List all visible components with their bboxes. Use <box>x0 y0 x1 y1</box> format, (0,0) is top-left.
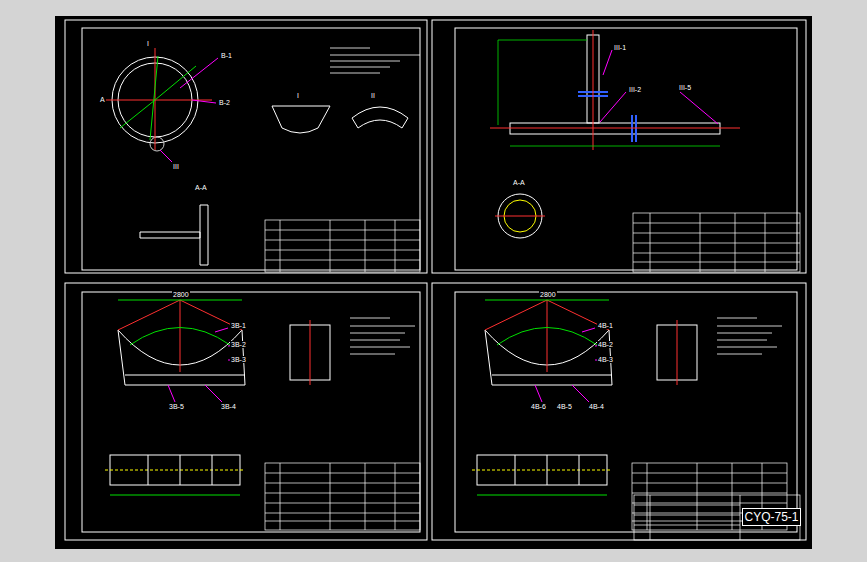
callout-label: A <box>99 96 106 103</box>
callout-label: 2800 <box>172 291 190 298</box>
callout-label: III-5 <box>678 84 692 91</box>
callout-label: 3B-4 <box>220 403 237 410</box>
callout-label: 3B-3 <box>230 356 247 363</box>
callout-label: B-1 <box>220 52 233 59</box>
callout-label: 2800 <box>539 291 557 298</box>
callout-label: 4B-1 <box>597 322 614 329</box>
callout-label: III-2 <box>628 86 642 93</box>
callout-label: I <box>146 40 150 47</box>
callout-label: 4B-3 <box>597 356 614 363</box>
callout-label: 4B-5 <box>556 403 573 410</box>
callout-label: A-A <box>194 184 208 191</box>
callout-label: III <box>172 163 180 170</box>
callout-label: B-2 <box>218 99 231 106</box>
callout-label: 4B-4 <box>588 403 605 410</box>
callout-label: A-A <box>512 179 526 186</box>
callout-label: 4B-6 <box>530 403 547 410</box>
callout-label: III-1 <box>613 44 627 51</box>
callout-label: 3B-5 <box>168 403 185 410</box>
callout-label: 4B-2 <box>597 341 614 348</box>
callout-label: 3B-2 <box>230 341 247 348</box>
drawing-number: CYQ-75-1 <box>744 510 798 524</box>
callout-label: 3B-1 <box>230 322 247 329</box>
drawing-number-cell: CYQ-75-1 <box>742 508 801 526</box>
callout-label: II <box>370 92 376 99</box>
callout-label: I <box>296 92 300 99</box>
